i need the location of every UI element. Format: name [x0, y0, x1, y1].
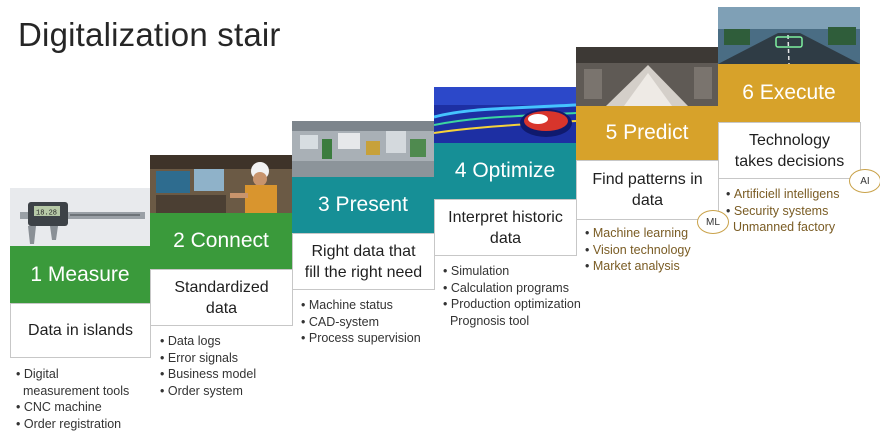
bullet-list-execute: Artificiell intelligens Security systems…	[726, 186, 840, 236]
step-description-execute: Technology takes decisions	[718, 122, 861, 179]
list-item: CNC machine	[16, 399, 129, 416]
step-description-measure: Data in islands	[10, 303, 151, 358]
list-item: measurement tools	[22, 383, 130, 398]
list-item: Unmanned factory	[732, 220, 836, 235]
list-item: Prognosis tool	[449, 313, 530, 328]
list-item: Machine status	[301, 297, 421, 314]
worker-at-monitors-photo	[150, 155, 292, 213]
list-item: CAD-system	[301, 314, 421, 331]
step-header-present: 3 Present	[292, 177, 434, 233]
autonomous-car-view-photo	[718, 7, 860, 64]
svg-text:18.28: 18.28	[36, 210, 57, 218]
list-item: Machine learning	[585, 225, 691, 242]
step-description-optimize: Interpret historic data	[434, 199, 577, 256]
list-item: Security systems	[726, 203, 839, 220]
step-header-optimize: 4 Optimize	[434, 143, 576, 199]
page-title: Digitalization stair	[18, 16, 281, 53]
bullet-list-present: Machine status CAD-system Process superv…	[301, 297, 421, 347]
step-description-present: Right data that fill the right need	[292, 233, 435, 290]
digital-caliper-photo: 18.28	[10, 188, 150, 246]
bullet-list-predict: Machine learning Vision technology Marke…	[585, 225, 691, 275]
list-item: Data logs	[160, 333, 256, 350]
list-item: Calculation programs	[443, 280, 581, 297]
list-item: Production optimization	[443, 296, 581, 313]
production-line-photo	[576, 47, 718, 106]
bullet-list-optimize: Simulation Calculation programs Producti…	[443, 263, 581, 329]
list-item: Simulation	[443, 263, 581, 280]
step-header-predict: 5 Predict	[576, 106, 718, 160]
list-item: Market analysis	[585, 258, 691, 275]
bullet-list-connect: Data logs Error signals Business model O…	[160, 333, 256, 399]
list-item: Order registration	[16, 416, 129, 432]
step-header-connect: 2 Connect	[150, 213, 292, 269]
list-item: Vision technology	[585, 242, 691, 259]
list-item: Error signals	[160, 350, 256, 367]
ai-badge: AI	[849, 169, 880, 193]
step-description-predict: Find patterns in data	[576, 160, 719, 220]
list-item: Process supervision	[301, 330, 421, 347]
list-item: Digital	[16, 366, 129, 383]
step-description-connect: Standardized data	[150, 269, 293, 326]
step-header-execute: 6 Execute	[718, 64, 860, 122]
step-header-measure: 1 Measure	[10, 246, 150, 303]
list-item: Order system	[160, 383, 256, 400]
list-item: Business model	[160, 366, 256, 383]
list-item: Artificiell intelligens	[726, 186, 840, 203]
factory-3d-model-photo	[292, 121, 434, 177]
ml-badge: ML	[697, 210, 729, 234]
car-flow-simulation-photo	[434, 87, 576, 143]
bullet-list-measure: Digital measurement tools CNC machine Or…	[16, 366, 129, 432]
